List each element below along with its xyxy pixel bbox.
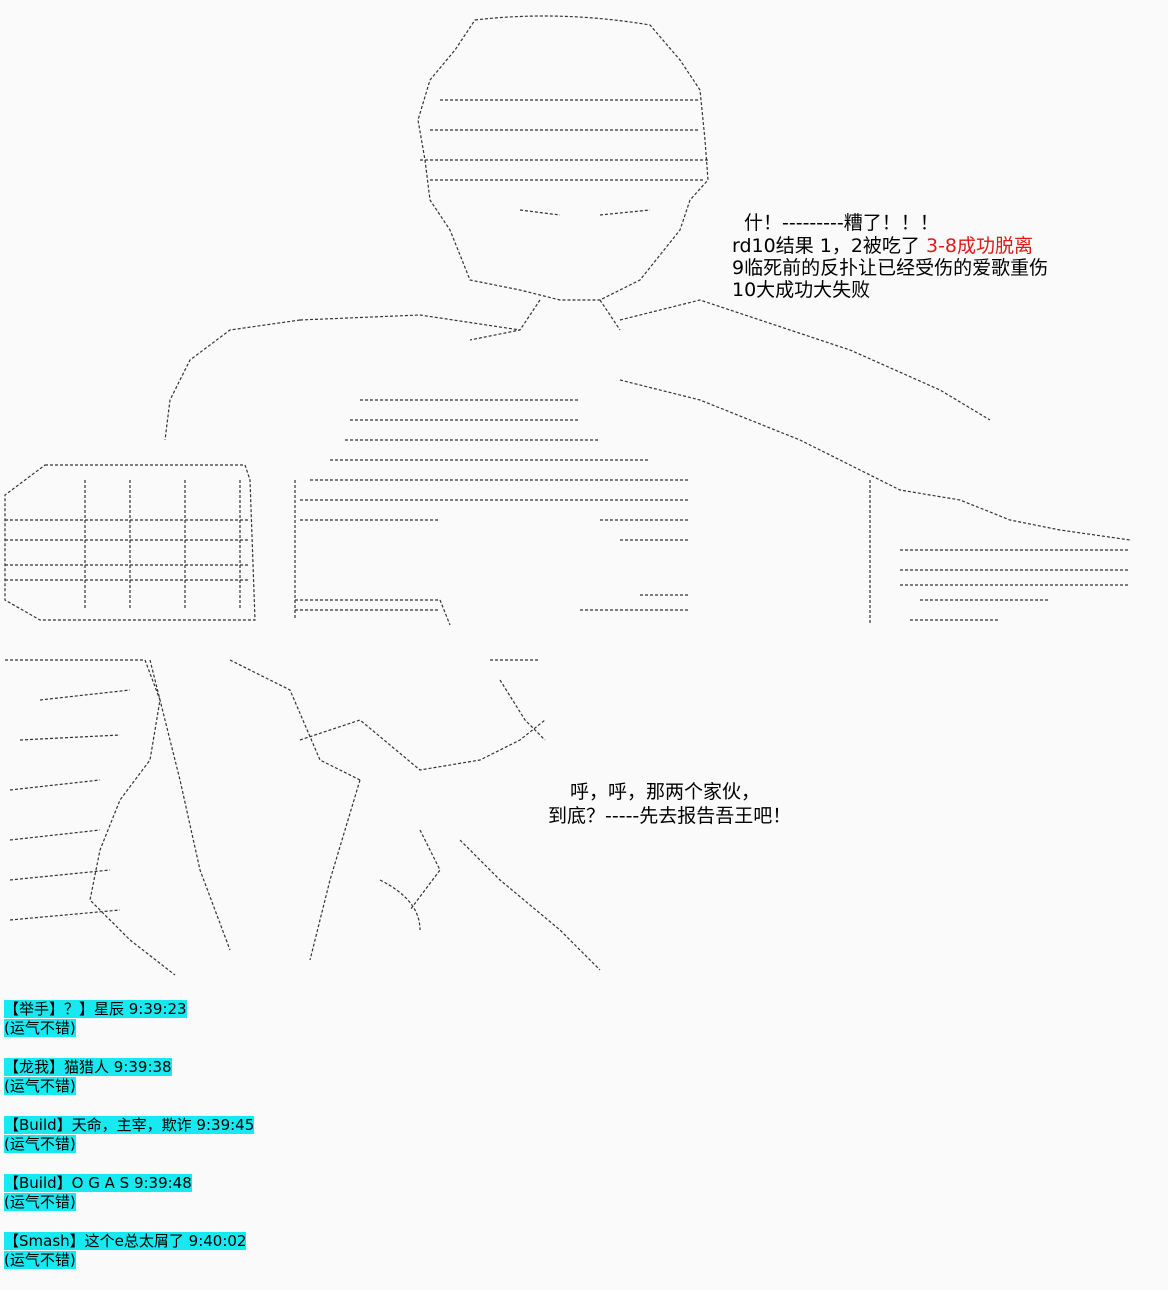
dialogue-line: 9临死前的反扑让已经受伤的爱歌重伤 <box>732 257 1049 279</box>
comment-body: (运气不错) <box>4 1019 76 1037</box>
comment-header: 【龙我】猫猎人 9:39:38 <box>4 1058 172 1076</box>
comment-body: (运气不错) <box>4 1077 76 1095</box>
comment-item: 【Smash】这个e总太屑了 9:40:02 (运气不错) <box>4 1232 254 1270</box>
ascii-art-illustration <box>4 15 1131 976</box>
dialogue-line: 10大成功大失败 <box>732 279 871 301</box>
comment-item: 【Build】天命，主宰，欺诈 9:39:45 (运气不错) <box>4 1116 255 1154</box>
ascii-art-drawing <box>4 15 1131 976</box>
dialogue-line: 呼，呼，那两个家伙， <box>570 781 761 803</box>
dialogue-line: 什！---------糟了！！！ <box>744 212 939 234</box>
comment-body: (运气不错) <box>4 1135 76 1153</box>
comment-item: 【Build】O G A S 9:39:48 (运气不错) <box>4 1174 254 1212</box>
comment-header: 【举手】？】星辰 9:39:23 <box>4 1000 187 1018</box>
comment-list: 【举手】？】星辰 9:39:23 (运气不错) 【龙我】猫猎人 9:39:38 … <box>4 1000 255 1290</box>
comment-body: (运气不错) <box>4 1193 76 1211</box>
dialogue-highlight: 3-8成功脱离 <box>925 235 1034 257</box>
comment-item: 【举手】？】星辰 9:39:23 (运气不错) <box>4 1000 254 1038</box>
dialogue-line-prefix: rd10结果 1，2被吃了 <box>732 235 926 257</box>
comment-header: 【Smash】这个e总太屑了 9:40:02 <box>4 1232 247 1250</box>
comment-body: (运气不错) <box>4 1251 76 1269</box>
dialogue-line: 到底？-----先去报告吾王吧！ <box>548 805 792 827</box>
comment-header: 【Build】天命，主宰，欺诈 9:39:45 <box>4 1116 255 1134</box>
dialogue-line: rd10结果 1，2被吃了 3-8成功脱离 <box>732 235 1033 258</box>
comment-item: 【龙我】猫猎人 9:39:38 (运气不错) <box>4 1058 254 1096</box>
comment-header: 【Build】O G A S 9:39:48 <box>4 1174 192 1192</box>
